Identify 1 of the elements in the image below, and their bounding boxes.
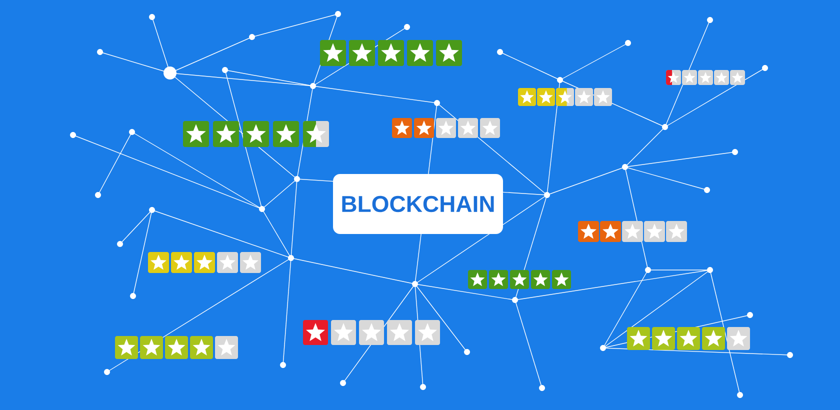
title-box: BLOCKCHAIN <box>333 174 503 234</box>
